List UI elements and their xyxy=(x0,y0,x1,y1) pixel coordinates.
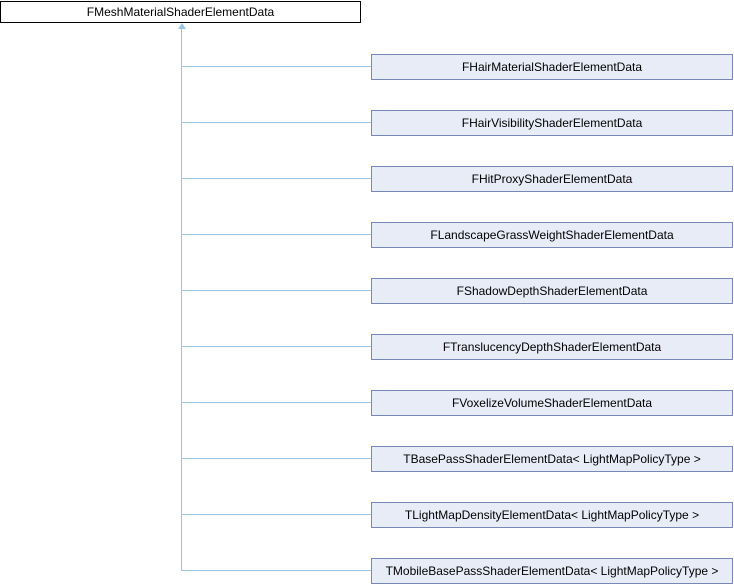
derived-class-label: FHitProxyShaderElementData xyxy=(471,172,633,186)
derived-class-list: FHairMaterialShaderElementData FHairVisi… xyxy=(371,54,733,584)
class-node-derived[interactable]: FTranslucencyDepthShaderElementData xyxy=(371,334,733,360)
connector-branch-line xyxy=(182,514,371,515)
derived-class-label: TBasePassShaderElementData< LightMapPoli… xyxy=(403,452,701,466)
connector-branch-line xyxy=(182,122,371,123)
connector-trunk-line xyxy=(181,28,182,571)
class-node-derived[interactable]: FHitProxyShaderElementData xyxy=(371,166,733,192)
derived-class-label: FLandscapeGrassWeightShaderElementData xyxy=(430,228,674,242)
base-class-label: FMeshMaterialShaderElementData xyxy=(86,5,275,19)
class-node-derived[interactable]: TMobileBasePassShaderElementData< LightM… xyxy=(371,558,733,584)
class-node-derived[interactable]: FVoxelizeVolumeShaderElementData xyxy=(371,390,733,416)
class-node-derived[interactable]: FHairVisibilityShaderElementData xyxy=(371,110,733,136)
class-node-derived[interactable]: FLandscapeGrassWeightShaderElementData xyxy=(371,222,733,248)
connector-branch-line xyxy=(182,570,371,571)
class-node-derived[interactable]: TLightMapDensityElementData< LightMapPol… xyxy=(371,502,733,528)
derived-class-label: TMobileBasePassShaderElementData< LightM… xyxy=(385,564,719,578)
connector-branch-line xyxy=(182,178,371,179)
derived-class-label: FShadowDepthShaderElementData xyxy=(456,284,648,298)
derived-class-label: FHairVisibilityShaderElementData xyxy=(461,116,643,130)
derived-class-label: FHairMaterialShaderElementData xyxy=(461,60,643,74)
derived-class-label: TLightMapDensityElementData< LightMapPol… xyxy=(404,508,700,522)
connector-branch-line xyxy=(182,234,371,235)
derived-class-label: FTranslucencyDepthShaderElementData xyxy=(442,340,662,354)
class-node-derived[interactable]: FShadowDepthShaderElementData xyxy=(371,278,733,304)
inheritance-arrow-icon xyxy=(178,23,186,29)
derived-class-label: FVoxelizeVolumeShaderElementData xyxy=(451,396,653,410)
class-node-derived[interactable]: FHairMaterialShaderElementData xyxy=(371,54,733,80)
connector-branch-line xyxy=(182,290,371,291)
connector-branch-line xyxy=(182,66,371,67)
connector-branch-line xyxy=(182,346,371,347)
connector-branch-line xyxy=(182,458,371,459)
connector-branch-line xyxy=(182,402,371,403)
class-node-derived[interactable]: TBasePassShaderElementData< LightMapPoli… xyxy=(371,446,733,472)
class-node-base[interactable]: FMeshMaterialShaderElementData xyxy=(0,1,361,23)
